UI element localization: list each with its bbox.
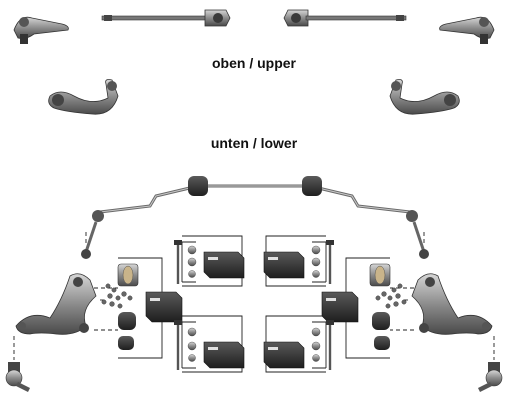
hardware-left (101, 283, 133, 309)
stabilizer-bar (99, 176, 411, 214)
bolts (176, 244, 332, 370)
upper-control-arm-right (389, 79, 460, 115)
tie-rod-end-left (13, 16, 69, 44)
lower-control-arm-left (15, 273, 97, 335)
inner-tie-rod-left (101, 9, 231, 27)
bolt-kit-box-top-right (263, 251, 305, 279)
ball-joint-right (478, 362, 503, 392)
bushings-left (117, 263, 139, 350)
inner-tie-rod-right (283, 9, 407, 27)
lower-control-arm-right (411, 273, 493, 335)
upper-label: oben / upper (212, 55, 296, 71)
hardware-right (375, 283, 407, 309)
bolt-kit-box-right-center (321, 291, 359, 323)
stabilizer-link-left (81, 210, 104, 259)
tie-rod-end-right (439, 16, 495, 44)
upper-control-arm-left (48, 79, 119, 115)
bolt-kit-box-top-left (203, 251, 245, 279)
connector-lines (13, 232, 495, 360)
washers (187, 245, 321, 362)
bushings-right (369, 263, 391, 350)
stabilizer-link-right (406, 210, 429, 259)
bolt-heads (174, 240, 334, 325)
ball-joint-left (5, 362, 30, 392)
bolt-kit-box-bottom-right (263, 341, 305, 369)
lower-label: unten / lower (210, 135, 298, 151)
bolt-kit-box-left-center (145, 291, 183, 323)
bolt-kit-box-bottom-left (203, 341, 245, 369)
